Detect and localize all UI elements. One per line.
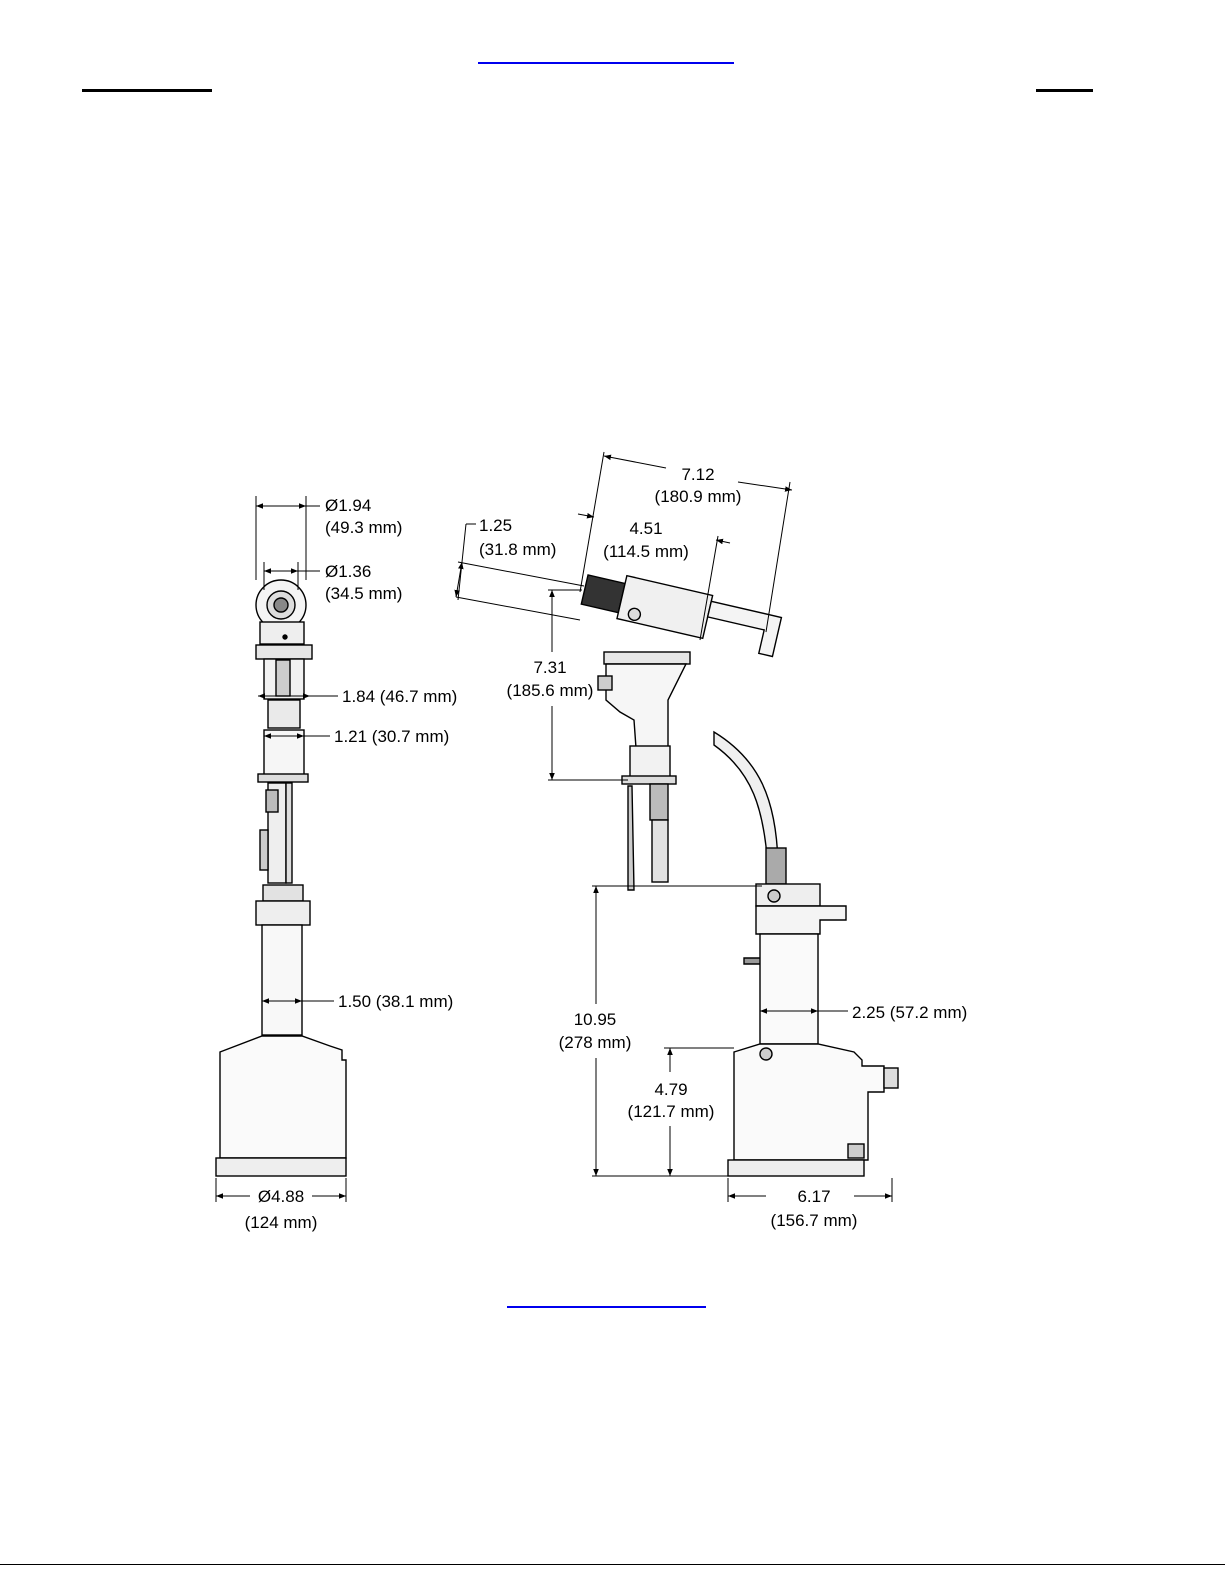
side-view-tool	[580, 567, 898, 1176]
label-handle-height: 7.31	[533, 658, 566, 677]
label-tank-height: 4.79	[654, 1080, 687, 1099]
label-head-length-mm: (180.9 mm)	[655, 487, 742, 506]
label-inner-diameter: Ø1.36	[325, 562, 371, 581]
label-width-1: 1.84 (46.7 mm)	[342, 687, 457, 706]
label-body-length-mm: (114.5 mm)	[603, 542, 689, 561]
label-nose-length: 1.25	[479, 516, 512, 535]
label-top-diameter: Ø1.94	[325, 496, 371, 515]
label-base-length: 6.17	[797, 1187, 830, 1206]
front-view-tool	[216, 580, 346, 1176]
label-base-height-mm: (278 mm)	[559, 1033, 632, 1052]
label-column-width: 2.25 (57.2 mm)	[852, 1003, 967, 1022]
label-width-2: 1.21 (30.7 mm)	[334, 727, 449, 746]
label-inner-diameter-mm: (34.5 mm)	[325, 584, 402, 603]
label-top-diameter-mm: (49.3 mm)	[325, 518, 402, 537]
label-base-diameter: Ø4.88	[258, 1187, 304, 1206]
label-base-diameter-mm: (124 mm)	[245, 1213, 318, 1232]
label-handle-height-mm: (185.6 mm)	[507, 681, 594, 700]
label-body-length: 4.51	[629, 519, 662, 538]
label-nose-length-mm: (31.8 mm)	[479, 540, 556, 559]
label-head-length: 7.12	[681, 465, 714, 484]
label-base-length-mm: (156.7 mm)	[771, 1211, 858, 1230]
label-width-3: 1.50 (38.1 mm)	[338, 992, 453, 1011]
label-tank-height-mm: (121.7 mm)	[628, 1102, 715, 1121]
label-base-height: 10.95	[574, 1010, 617, 1029]
